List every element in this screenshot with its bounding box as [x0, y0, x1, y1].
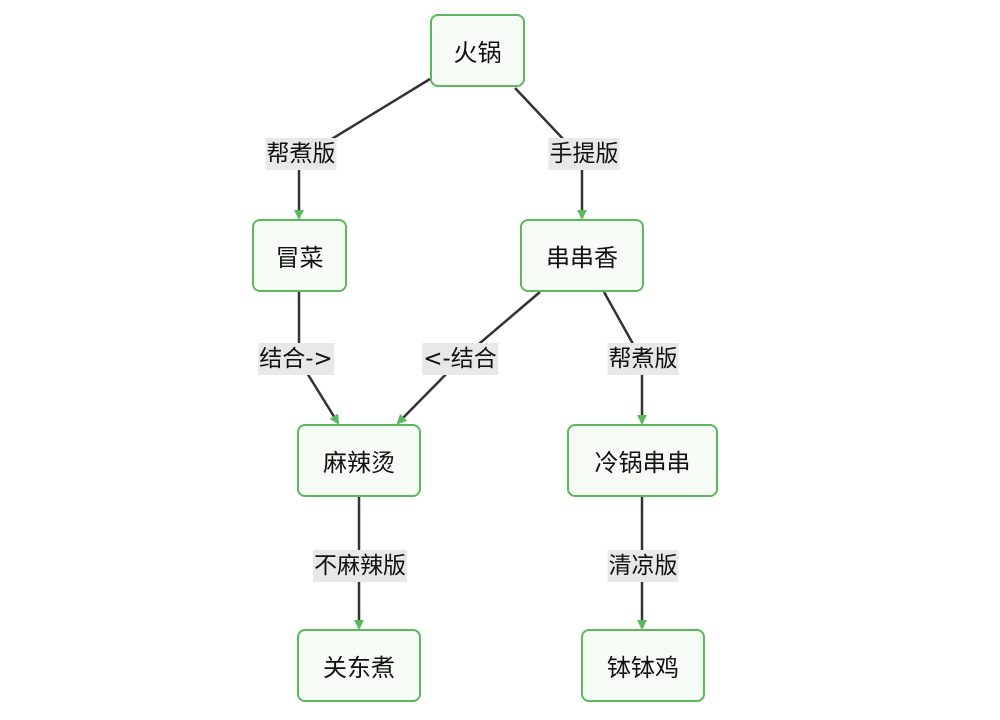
edge-label-hotpot-maocai: 帮煮版	[265, 138, 337, 170]
node-guandongzhu[interactable]: 关东煮	[297, 629, 421, 702]
edge-label-chuanchuan-lengguo: 帮煮版	[607, 343, 679, 375]
node-chuanchuan[interactable]: 串串香	[520, 219, 644, 292]
node-bobo[interactable]: 钵钵鸡	[581, 629, 705, 702]
edge-label-chuanchuan-malatang: <-结合	[422, 343, 498, 375]
node-maocai[interactable]: 冒菜	[252, 219, 347, 292]
node-hotpot[interactable]: 火锅	[430, 14, 525, 87]
node-lengguo[interactable]: 冷锅串串	[567, 424, 718, 497]
edge-label-lengguo-bobo: 清凉版	[607, 550, 679, 582]
edge-label-maocai-malatang: 结合->	[258, 343, 334, 375]
edge-label-malatang-guandongzhu: 不麻辣版	[313, 550, 407, 582]
node-malatang[interactable]: 麻辣烫	[297, 424, 421, 497]
edge-label-hotpot-chuanchuan: 手提版	[548, 138, 620, 170]
